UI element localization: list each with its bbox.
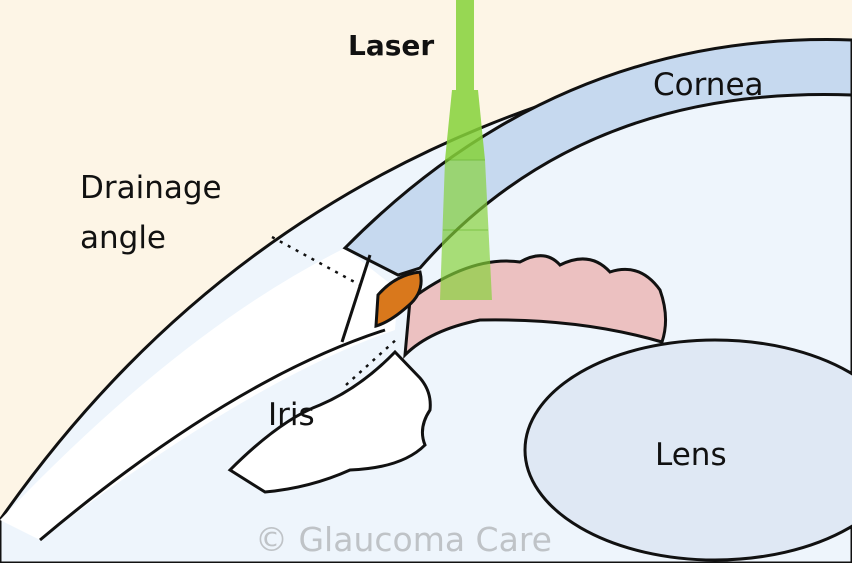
lens-label: Lens	[655, 437, 727, 473]
cornea-label: Cornea	[653, 67, 764, 103]
drainage-angle-label-line2: angle	[80, 220, 166, 256]
drainage-angle-label-line1: Drainage	[80, 170, 222, 206]
iris-label: Iris	[268, 397, 315, 433]
watermark: © Glaucoma Care	[255, 520, 552, 559]
laser-label: Laser	[348, 29, 434, 62]
